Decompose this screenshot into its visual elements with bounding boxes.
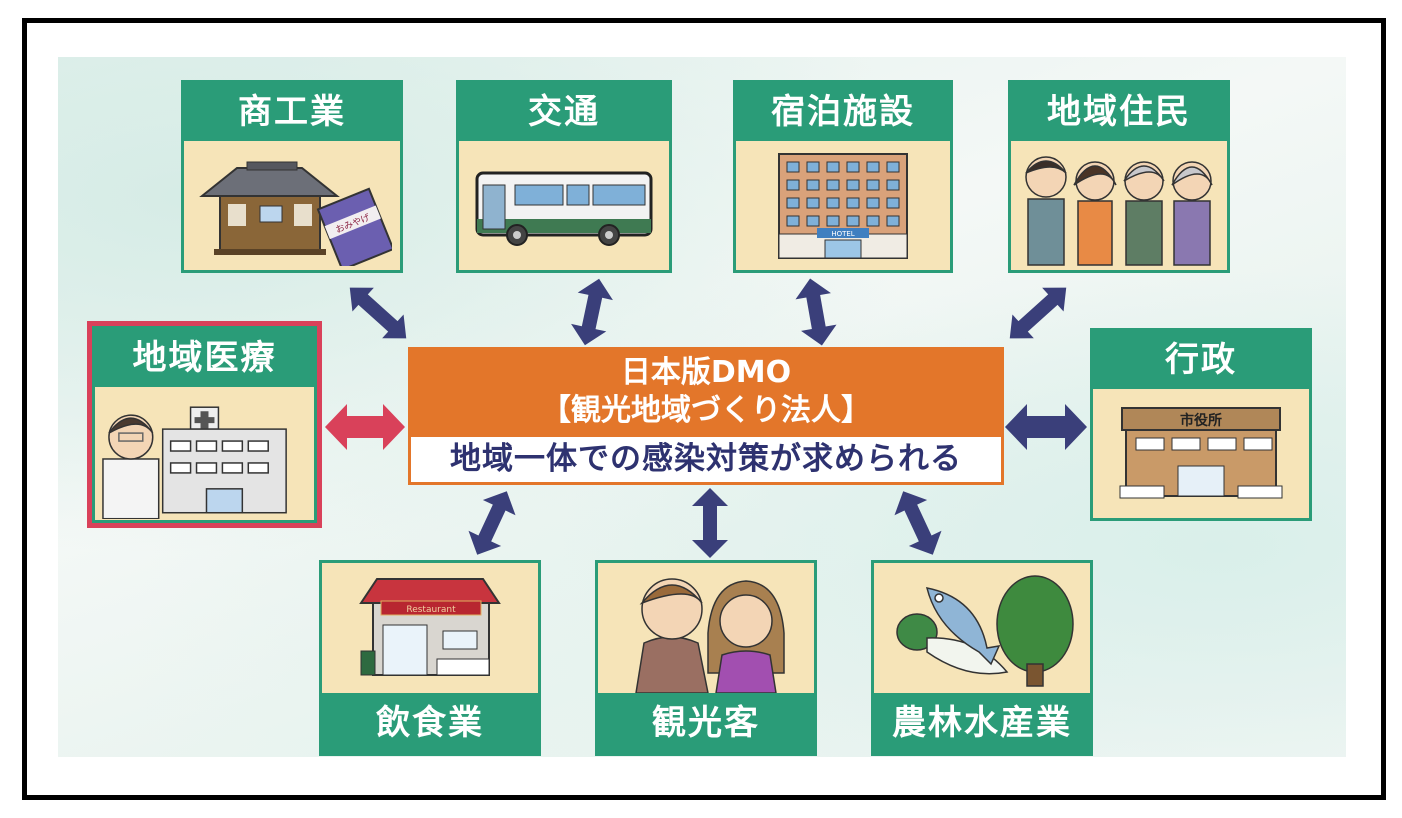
dmo-center-box: 日本版DMO 【観光地域づくり法人】 地域一体での感染対策が求められる (408, 347, 1004, 485)
node-label: 行政 (1093, 331, 1309, 389)
doctor-hospital-icon (95, 387, 314, 520)
arrow-medical-icon (325, 404, 405, 450)
arrow-transport-icon (571, 278, 613, 346)
bus-icon (459, 141, 669, 270)
node-medical: 地域医療 (87, 321, 322, 528)
arrow-food-icon (468, 491, 516, 555)
node-label: 飲食業 (322, 693, 538, 753)
arrow-residents-icon (1009, 287, 1067, 339)
dmo-title: 日本版DMO 【観光地域づくり法人】 (411, 354, 1001, 430)
arrow-lodging-icon (795, 278, 837, 346)
arrow-commerce-icon (349, 287, 407, 339)
node-label: 農林水産業 (874, 693, 1090, 753)
medical-inner-border (92, 326, 317, 523)
dmo-title-line2: 【観光地域づくり法人】 (541, 393, 871, 428)
city-hall-sign: 市役所 (1180, 412, 1222, 429)
arrow-government-icon (1005, 404, 1087, 450)
node-label: 地域医療 (95, 329, 314, 387)
node-label: 宿泊施設 (736, 83, 950, 141)
hotel-sign: HOTEL (831, 230, 854, 238)
node-lodging: 宿泊施設 HOTEL (733, 80, 953, 273)
restaurant-sign: Restaurant (406, 605, 456, 615)
dmo-subtitle: 地域一体での感染対策が求められる (411, 437, 1001, 482)
node-transport: 交通 (456, 80, 672, 273)
dmo-title-line1: 日本版DMO (620, 355, 792, 390)
node-government: 行政 市役所 (1090, 328, 1312, 521)
city-hall-icon: 市役所 (1093, 389, 1309, 518)
node-food: Restaurant 飲食業 (319, 560, 541, 756)
node-primary-industries: 農林水産業 (871, 560, 1093, 756)
tourists-icon (598, 563, 814, 693)
hotel-icon: HOTEL (736, 141, 950, 270)
node-commerce: 商工業 おみやげ (181, 80, 403, 273)
residents-icon (1011, 141, 1227, 270)
arrow-tourists-icon (692, 488, 728, 558)
arrow-primary-icon (894, 491, 942, 555)
node-residents: 地域住民 (1008, 80, 1230, 273)
node-label: 商工業 (184, 83, 400, 141)
node-tourists: 観光客 (595, 560, 817, 756)
node-label: 交通 (459, 83, 669, 141)
node-label: 地域住民 (1011, 83, 1227, 141)
restaurant-icon: Restaurant (322, 563, 538, 693)
fish-radish-tree-icon (874, 563, 1090, 693)
temple-souvenir-icon: おみやげ (184, 141, 400, 270)
node-label: 観光客 (598, 693, 814, 753)
